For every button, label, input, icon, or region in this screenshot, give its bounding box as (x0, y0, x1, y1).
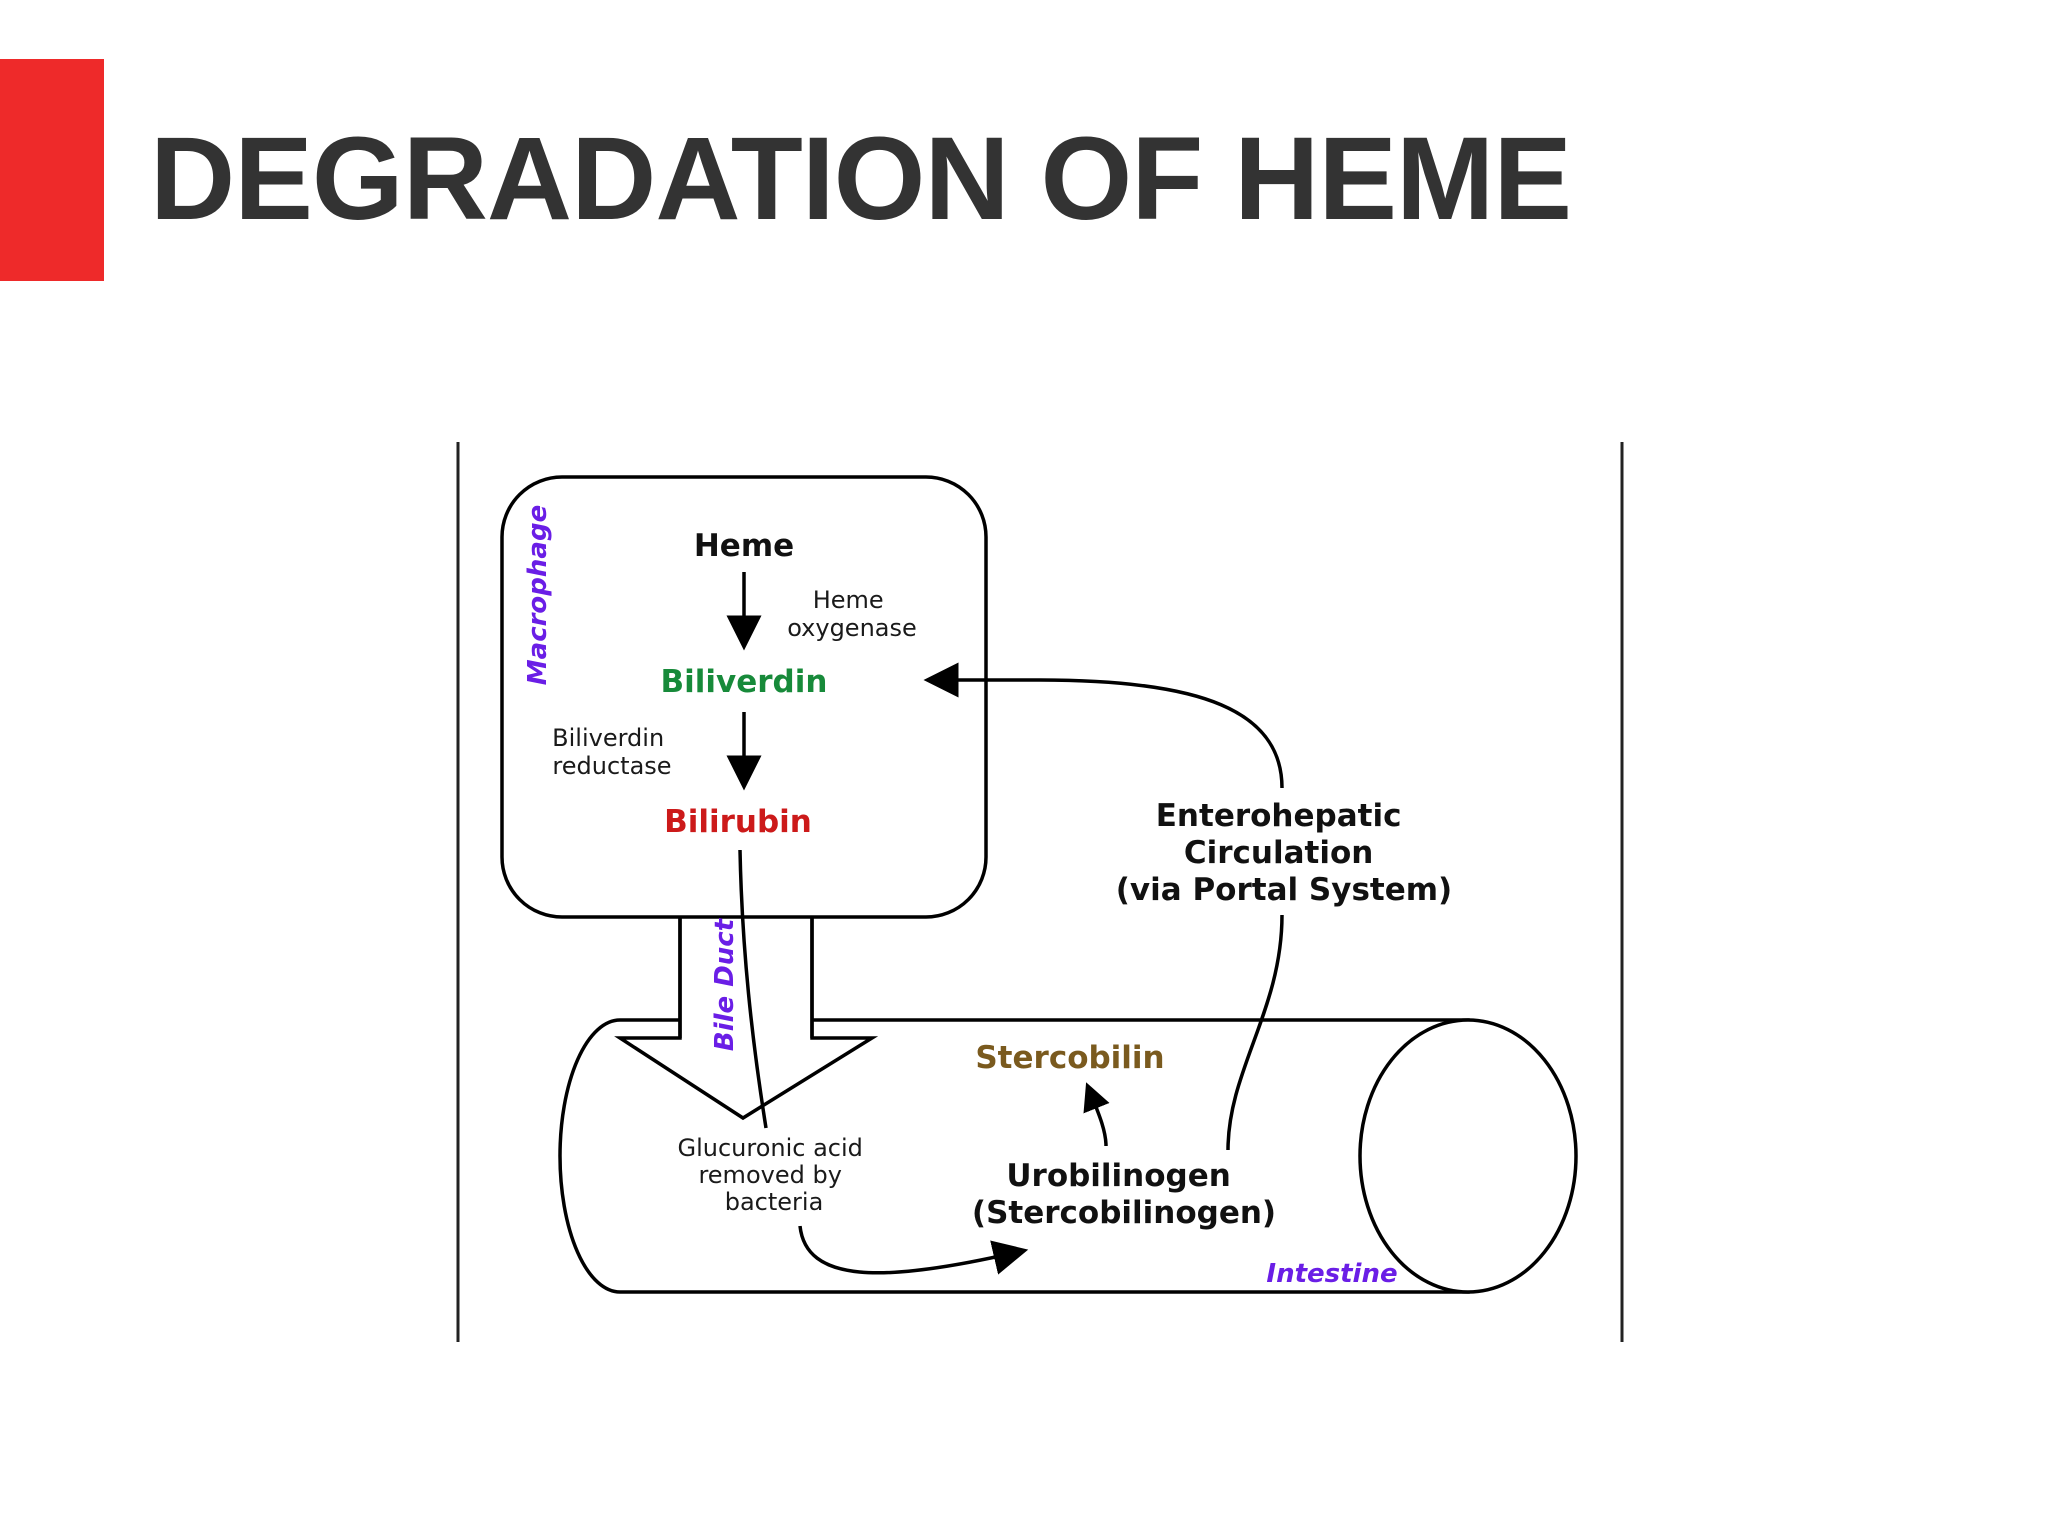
enterohepatic-arrow-top (923, 662, 1284, 789)
intestine-label: Intestine (1266, 1259, 1397, 1289)
bilirubin-to-intestine-line (738, 849, 768, 1129)
glucuronic-acid-label: Glucuronic acid removed by bacteria (677, 1134, 870, 1216)
heme-oxygenase-label: Heme oxygenase (787, 586, 917, 642)
biliverdin-reductase-label: Biliverdin reductase (552, 724, 672, 780)
urobilinogen-label: Urobilinogen (Stercobilinogen) (972, 1158, 1276, 1231)
heme-label: Heme (694, 528, 794, 564)
biliverdin-label: Biliverdin (661, 664, 828, 700)
glucuronic-to-urobilinogen-arrow (798, 1225, 1029, 1275)
urobilinogen-to-stercobilin-arrow (1083, 1082, 1110, 1147)
slide-title: DEGRADATION OF HEME (150, 113, 1572, 245)
macrophage-label: Macrophage (523, 505, 553, 685)
bilirubin-label: Bilirubin (664, 804, 812, 840)
stercobilin-label: Stercobilin (975, 1040, 1164, 1076)
title-accent-bar (0, 59, 104, 281)
intestine-opening (1358, 1018, 1578, 1294)
bile-duct-join (682, 1000, 810, 1040)
bile-duct-label: Bile Duct (710, 917, 740, 1051)
enterohepatic-label: Enterohepatic Circulation (via Portal Sy… (1116, 798, 1452, 908)
enterohepatic-line-bottom (1226, 914, 1284, 1151)
